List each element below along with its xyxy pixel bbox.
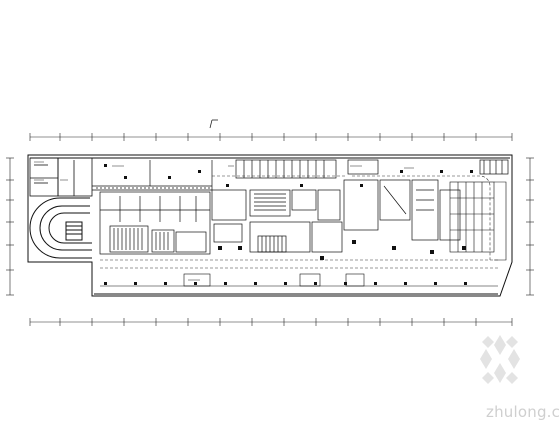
right-dimension-line bbox=[526, 157, 534, 296]
circulation-route bbox=[100, 175, 500, 269]
annotation-marks bbox=[34, 161, 414, 281]
left-dimension-line bbox=[6, 157, 14, 296]
watermark-logo bbox=[480, 335, 520, 384]
watermark-text: zhulong.com bbox=[486, 403, 560, 421]
south-rooms bbox=[100, 273, 498, 287]
top-corridor bbox=[92, 160, 213, 191]
fixture-symbols bbox=[104, 164, 473, 285]
ramp-curve bbox=[29, 197, 92, 259]
building-outline bbox=[27, 154, 513, 297]
north-marker bbox=[209, 119, 218, 129]
top-dimension-line bbox=[29, 133, 513, 141]
right-parking-grid bbox=[449, 181, 507, 261]
upper-middle-rooms bbox=[235, 159, 509, 179]
central-core bbox=[99, 179, 461, 255]
upper-left-rooms bbox=[29, 157, 93, 197]
bottom-dimension-line bbox=[29, 318, 513, 326]
